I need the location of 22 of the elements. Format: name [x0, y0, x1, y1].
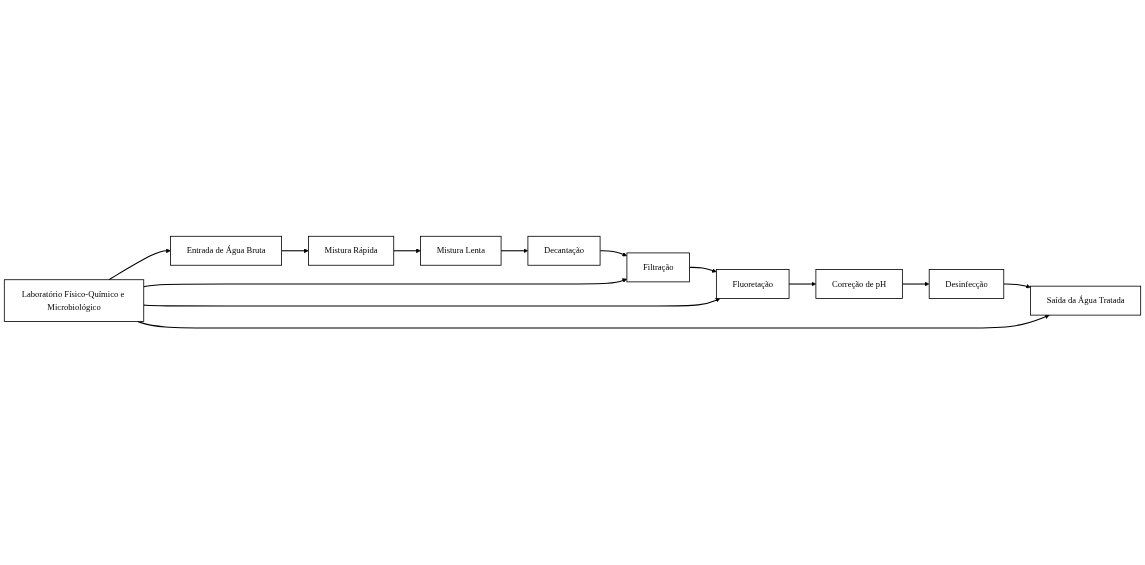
node-box: Saída da Água Tratada — [1030, 286, 1142, 316]
node-box: Filtração — [626, 252, 690, 283]
node-box: Mistura Rápida — [308, 236, 395, 266]
node-box: Mistura Lenta — [420, 236, 502, 266]
arrow — [901, 282, 930, 287]
arrow — [689, 267, 717, 274]
node-box: Fluoretação — [716, 269, 790, 300]
arrow — [137, 314, 1050, 329]
arrow — [1003, 283, 1031, 289]
arrow — [599, 250, 628, 257]
node-box: Laboratório Físico-Químico e Microbiológico — [3, 279, 145, 323]
node-box: Correção de pH — [815, 269, 903, 300]
arrow — [143, 298, 721, 307]
node-box: Entrada de Água Bruta — [170, 236, 282, 266]
arrow — [393, 248, 421, 254]
arrow — [143, 278, 628, 288]
arrow — [500, 248, 529, 254]
arrow — [788, 282, 817, 287]
arrow — [108, 248, 171, 281]
node-box: Decantação — [527, 236, 601, 266]
node-box: Desinfecção — [928, 269, 1005, 300]
arrow — [281, 248, 309, 254]
